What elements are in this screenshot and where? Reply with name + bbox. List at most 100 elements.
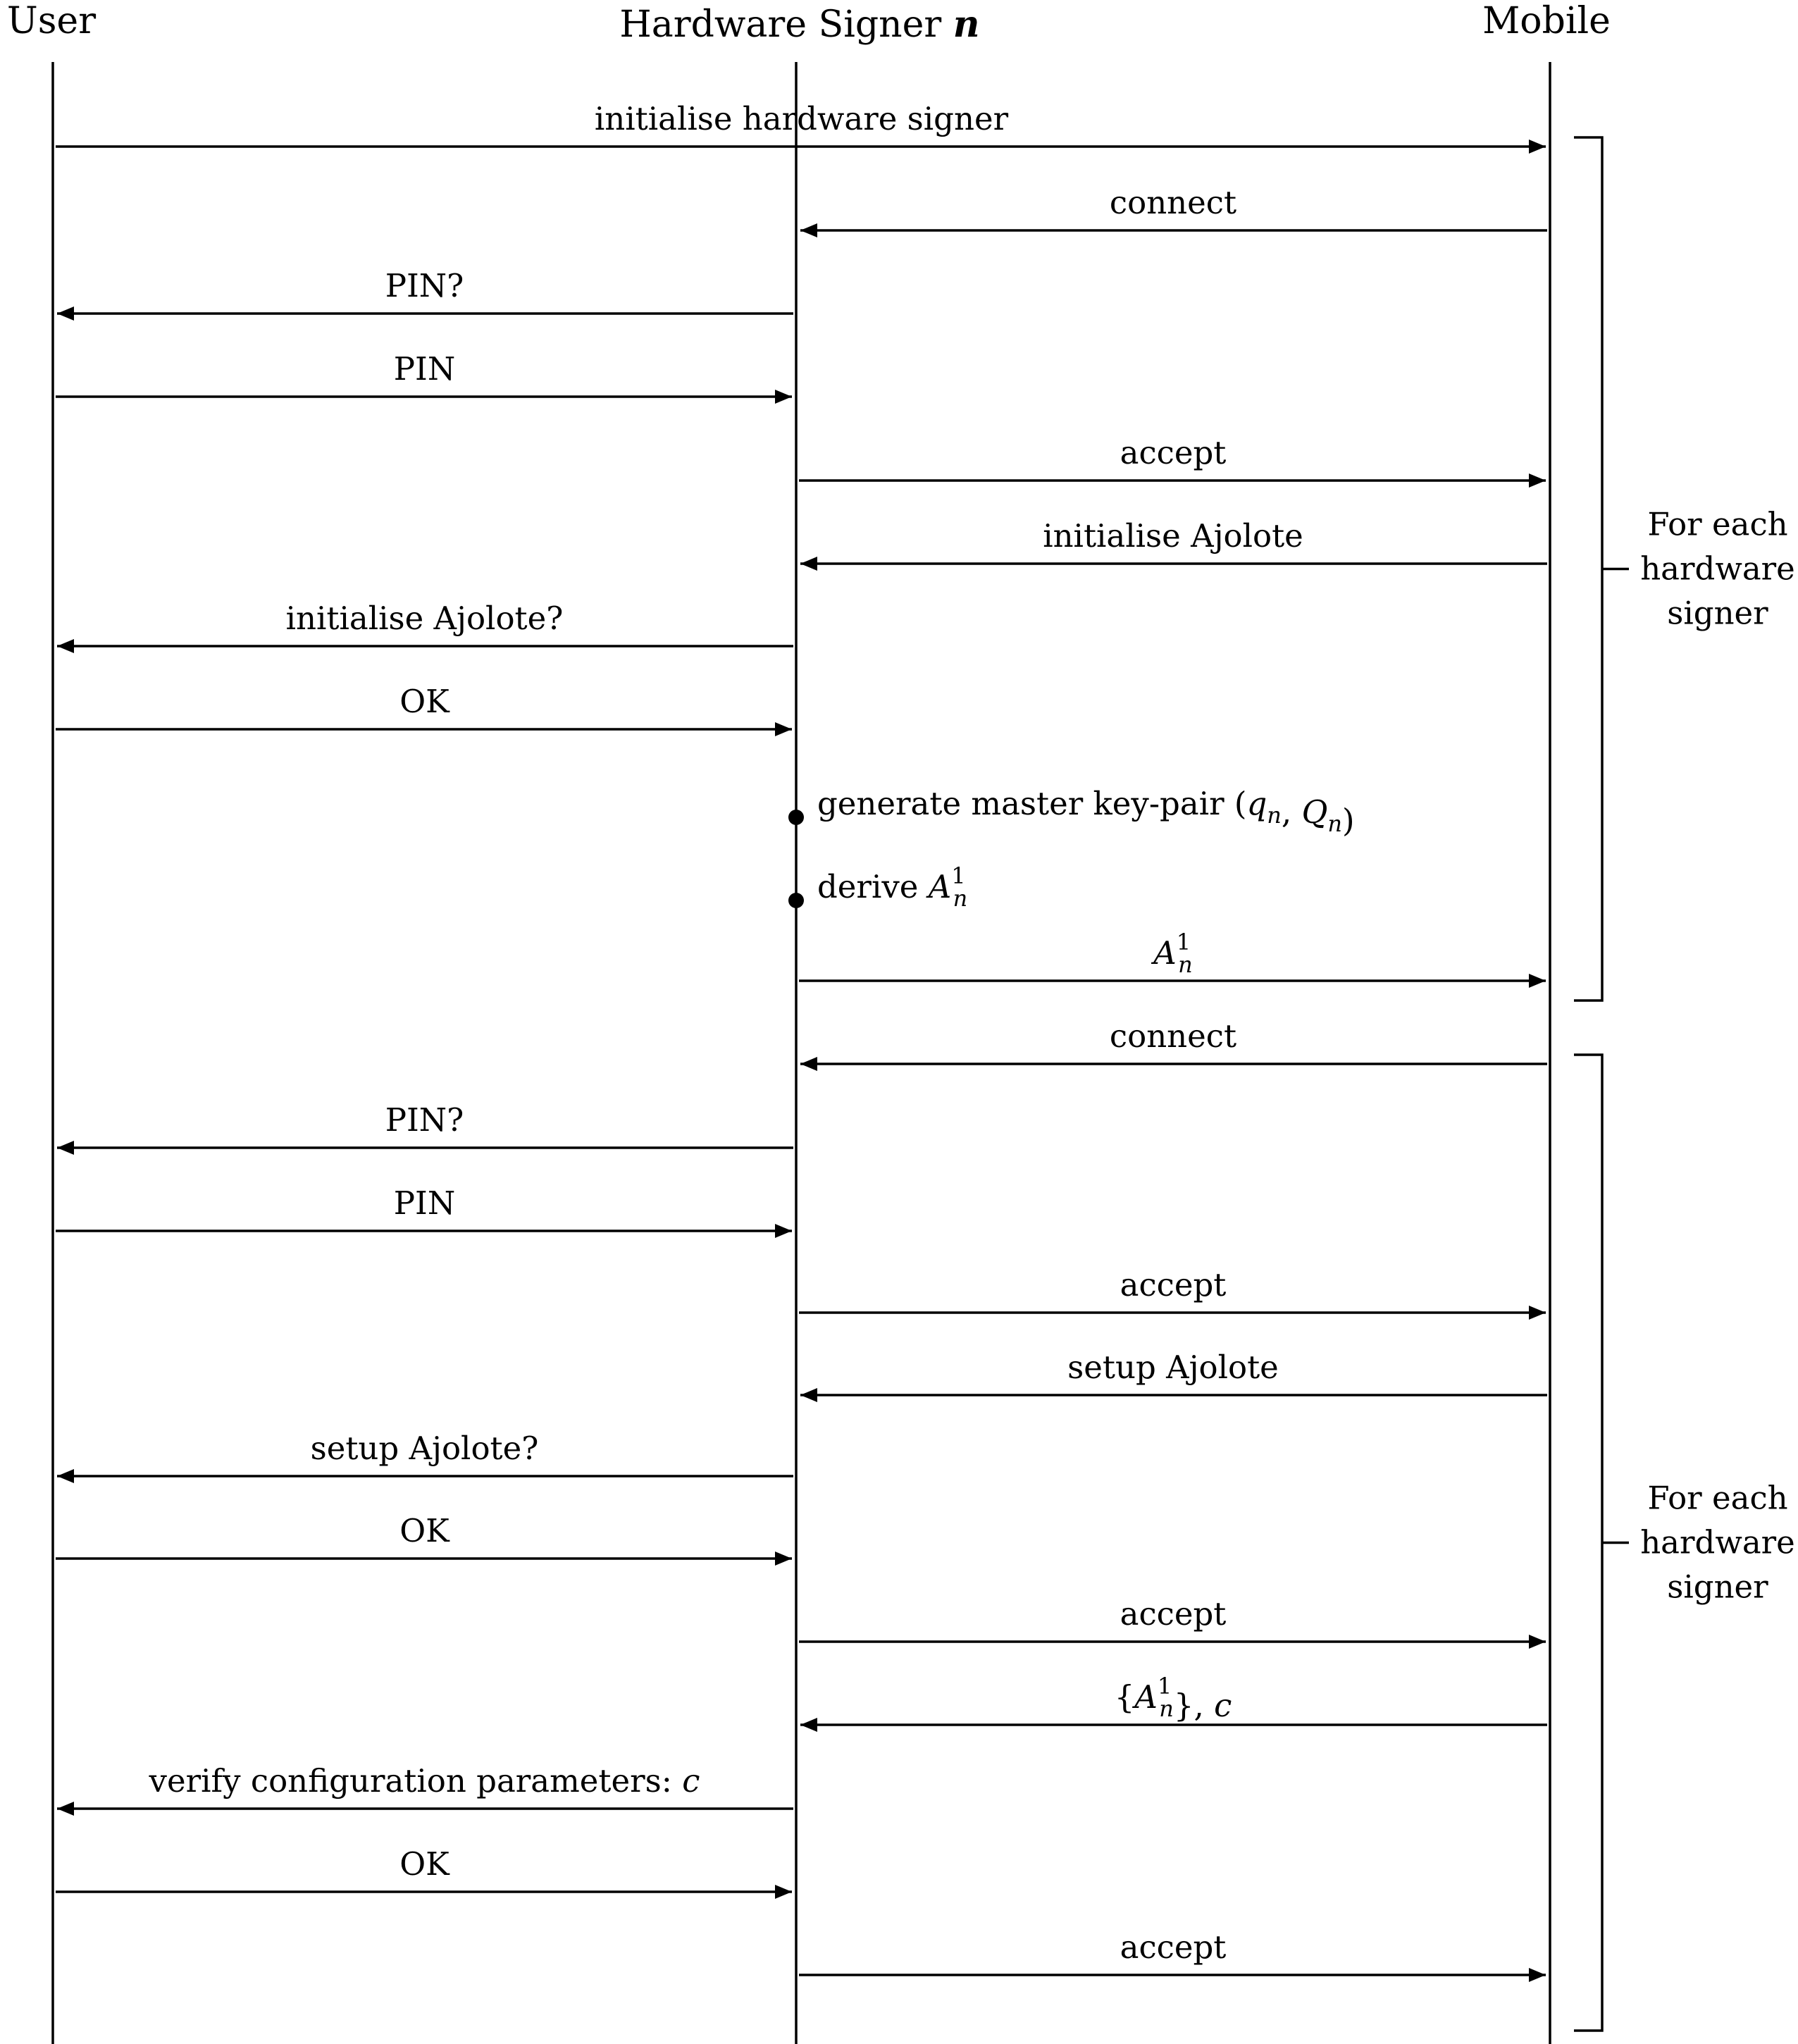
message-label: initialise hardware signer [595, 100, 1009, 137]
message-label-variable: c [1214, 1687, 1232, 1724]
group-label-line: hardware [1640, 1524, 1795, 1561]
bracket-line [1574, 136, 1604, 1002]
message-label-text: connect [1110, 1017, 1236, 1055]
self-action-symbol: q [1246, 785, 1267, 822]
message-label-text: accept [1120, 1595, 1227, 1633]
message: OK [56, 683, 792, 736]
self-action-list: generate master key-pair (qn, Qn)derive … [788, 785, 1355, 912]
group-label-line: hardware [1640, 550, 1795, 588]
message: accept [799, 1928, 1546, 1982]
self-action-text: generate master key-pair ( [817, 785, 1246, 822]
message: OK [56, 1512, 792, 1566]
activation-dot [788, 893, 804, 908]
message-label-text: initialise Ajolote [1043, 517, 1303, 555]
message-label: initialise Ajolote [1043, 517, 1303, 555]
message: PIN? [57, 1101, 793, 1155]
message-label: PIN [394, 1184, 455, 1222]
message-label-text: PIN [394, 1184, 455, 1222]
self-action-separator: , [1282, 793, 1302, 831]
message: initialise hardware signer [56, 100, 1546, 154]
message: connect [800, 1017, 1547, 1071]
message-label-text: connect [1110, 184, 1236, 221]
message-label-open: { [1115, 1678, 1135, 1716]
message-label: initialise Ajolote? [286, 600, 564, 637]
message-label-text: initialise hardware signer [595, 100, 1009, 137]
message-label-symbol: A [1151, 934, 1177, 972]
message: PIN? [57, 267, 793, 321]
message-label: PIN? [385, 267, 464, 304]
participant-hardware-signer-label: Hardware Signer [619, 4, 941, 46]
message: accept [799, 1266, 1546, 1320]
self-action-subscript: n [1267, 802, 1282, 829]
message-label: OK [399, 1512, 450, 1549]
self-action-superscript: 1 [951, 862, 965, 889]
group-brace: For each hardware signer [1574, 136, 1795, 1002]
message-label: OK [399, 1845, 450, 1883]
message-label-text: verify configuration parameters: [149, 1762, 683, 1800]
message-label: OK [399, 683, 450, 720]
self-action-symbol: A [926, 868, 952, 905]
message-label: accept [1120, 434, 1227, 471]
self-action-label: generate master key-pair (qn, Qn) [817, 785, 1355, 839]
message-label-symbol: A [1132, 1678, 1158, 1716]
message-label: connect [1110, 1017, 1236, 1055]
participant-mobile: Mobile [1482, 0, 1611, 42]
message-label: setup Ajolote? [311, 1430, 539, 1467]
participant-hardware-signer-index: n [953, 3, 980, 46]
message-label-text: initialise Ajolote? [286, 600, 564, 637]
message: PIN [56, 350, 792, 404]
message: setup Ajolote [800, 1349, 1547, 1402]
message: accept [799, 434, 1546, 488]
message-label: PIN? [385, 1101, 464, 1139]
message-label-text: accept [1120, 1266, 1227, 1303]
message: setup Ajolote? [57, 1430, 793, 1483]
message-label-close: }, [1174, 1687, 1214, 1724]
message-label-text: OK [399, 1845, 450, 1883]
message-label-variable: c [682, 1762, 700, 1800]
message: connect [800, 184, 1547, 237]
message-label-text: PIN [394, 350, 455, 388]
message: PIN [56, 1184, 792, 1238]
message-label-subscript: n [1178, 951, 1193, 978]
message-label: PIN [394, 350, 455, 388]
message-label-text: accept [1120, 1928, 1227, 1966]
message-label: accept [1120, 1928, 1227, 1966]
group-brace: For each hardware signer [1574, 1053, 1795, 2032]
self-action: generate master key-pair (qn, Qn) [788, 785, 1355, 839]
message-label-text: PIN? [385, 267, 464, 304]
group-label-line: signer [1667, 1568, 1768, 1606]
message-list: initialise hardware signerconnectPIN?PIN… [56, 100, 1547, 1982]
message-label-text: PIN? [385, 1101, 464, 1139]
message-label-superscript: 1 [1177, 929, 1191, 955]
bracket-line [1574, 1053, 1604, 2032]
message: verify configuration parameters: c [57, 1762, 793, 1816]
message: accept [799, 1595, 1546, 1649]
group-label-line: signer [1667, 595, 1768, 632]
message-label-text: OK [399, 1512, 450, 1549]
message-label-text: accept [1120, 434, 1227, 471]
message: initialise Ajolote [800, 517, 1547, 571]
group-label-line: For each [1647, 1480, 1787, 1517]
message: OK [56, 1845, 792, 1899]
group-label-line: For each [1647, 506, 1787, 543]
self-action-text: derive [817, 868, 929, 905]
message-label: setup Ajolote [1067, 1349, 1279, 1386]
self-action-close: ) [1342, 802, 1355, 839]
message-label-text: setup Ajolote? [311, 1430, 539, 1467]
participant-hardware-signer: Hardware Signer n [619, 3, 979, 46]
self-action-symbol-2: Q [1302, 793, 1328, 831]
message-label: accept [1120, 1595, 1227, 1633]
message-label: verify configuration parameters: c [149, 1762, 700, 1800]
message: initialise Ajolote? [57, 600, 793, 653]
message-label: accept [1120, 1266, 1227, 1303]
self-action-subscript: n [953, 885, 968, 912]
message-label-text: setup Ajolote [1067, 1349, 1279, 1386]
